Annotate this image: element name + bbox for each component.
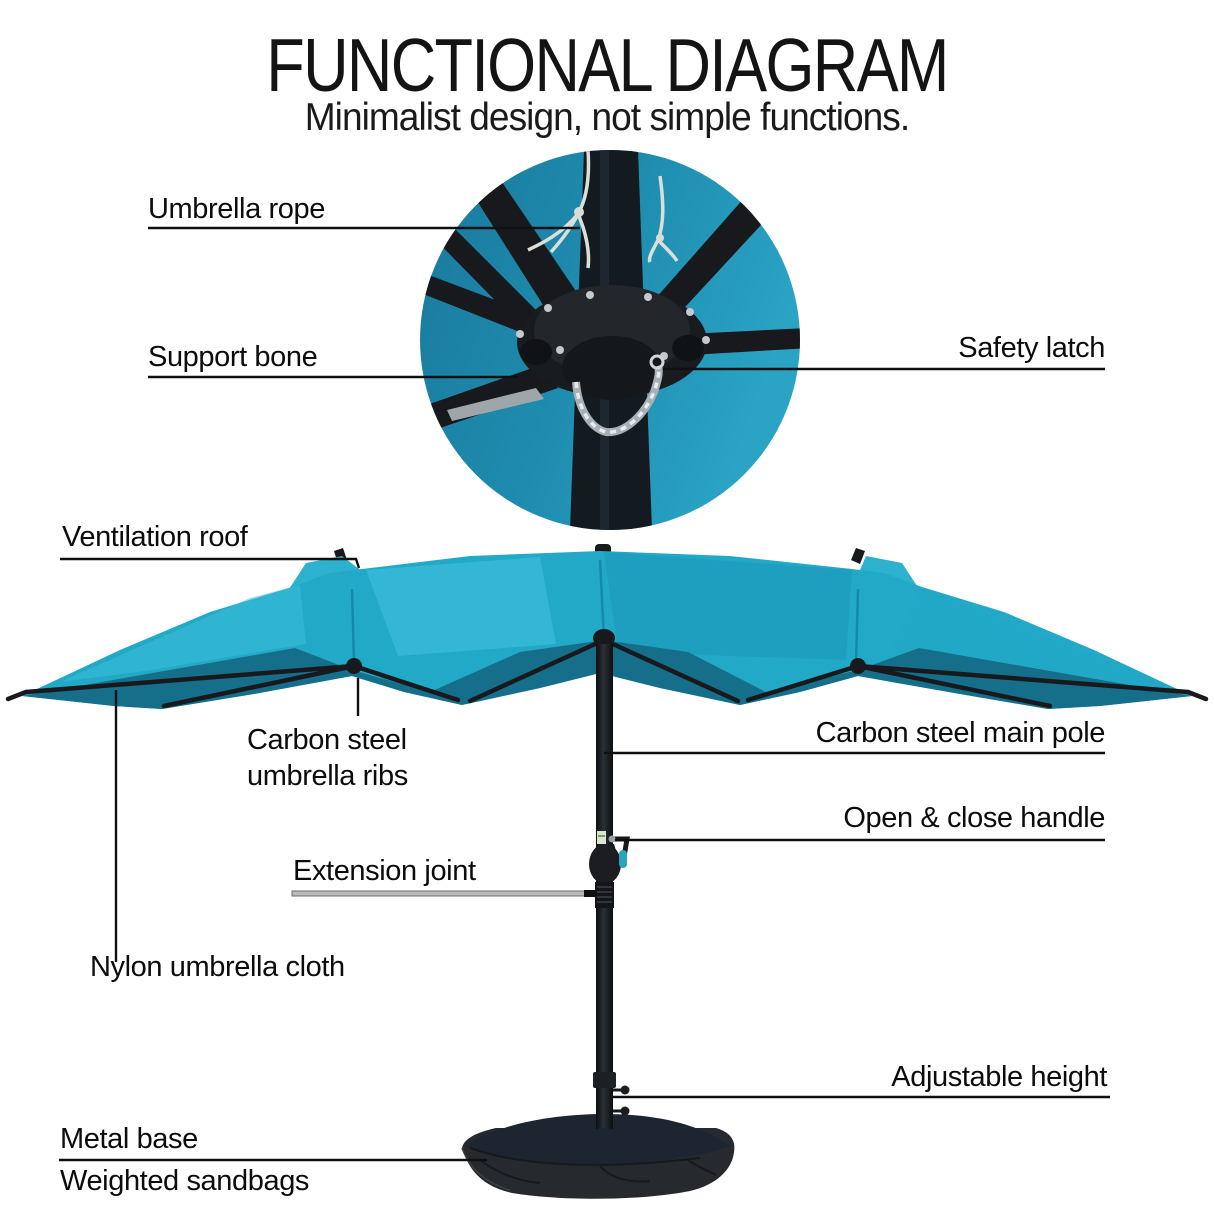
inset-detail-circle	[420, 150, 800, 530]
pole-collar	[593, 1072, 616, 1088]
umbrella-ribs	[5, 637, 1209, 709]
label-carbon-steel-ribs-line2: umbrella ribs	[247, 760, 408, 792]
extension-joint-leader	[291, 890, 589, 897]
center-rib-hub	[593, 629, 615, 647]
canopy-facet	[604, 552, 852, 660]
right-vent-finial	[851, 548, 865, 564]
weighted-base	[461, 1114, 735, 1199]
main-pole	[589, 644, 630, 1132]
rope-knot	[656, 234, 664, 242]
label-weighted-sandbags: Weighted sandbags	[60, 1165, 310, 1197]
label-main-pole: Carbon steel main pole	[815, 717, 1106, 749]
crank-handle-grip	[619, 850, 627, 868]
rope-knot	[574, 207, 584, 217]
page-title: FUNCTIONAL DIAGRAM	[266, 23, 949, 107]
base-fabric-folds	[469, 1147, 717, 1184]
label-nylon-cloth: Nylon umbrella cloth	[90, 951, 345, 983]
label-support-bone: Support bone	[148, 341, 318, 373]
label-safety-latch: Safety latch	[958, 332, 1105, 364]
label-umbrella-rope: Umbrella rope	[148, 193, 325, 225]
canopy-facet	[890, 588, 1190, 694]
umbrella-canopy	[5, 544, 1209, 709]
label-open-close-handle: Open & close handle	[843, 802, 1105, 834]
inset-support-bone-rib	[447, 388, 544, 421]
right-rib-hub	[850, 658, 866, 674]
page-subtitle: Minimalist design, not simple functions.	[304, 96, 910, 139]
left-rib-hub	[346, 658, 362, 674]
leader-lines	[59, 226, 1110, 1162]
label-metal-base: Metal base	[60, 1123, 198, 1155]
canopy-seams	[350, 559, 860, 665]
extension-joint-section	[595, 882, 614, 908]
canopy-facet	[366, 557, 556, 656]
label-adjustable-height: Adjustable height	[891, 1061, 1107, 1093]
safety-latch-chain	[572, 354, 665, 437]
pole-sticker	[597, 831, 606, 844]
canopy-facet	[60, 585, 306, 682]
height-adjust-knobs	[613, 1085, 630, 1116]
label-extension-joint: Extension joint	[293, 855, 476, 887]
label-ventilation-roof: Ventilation roof	[62, 521, 248, 553]
label-carbon-steel-ribs-line1: Carbon steel	[247, 724, 407, 756]
open-close-crank	[589, 835, 630, 884]
label-carbon-steel-ribs: Carbon steel umbrella ribs	[247, 722, 408, 794]
